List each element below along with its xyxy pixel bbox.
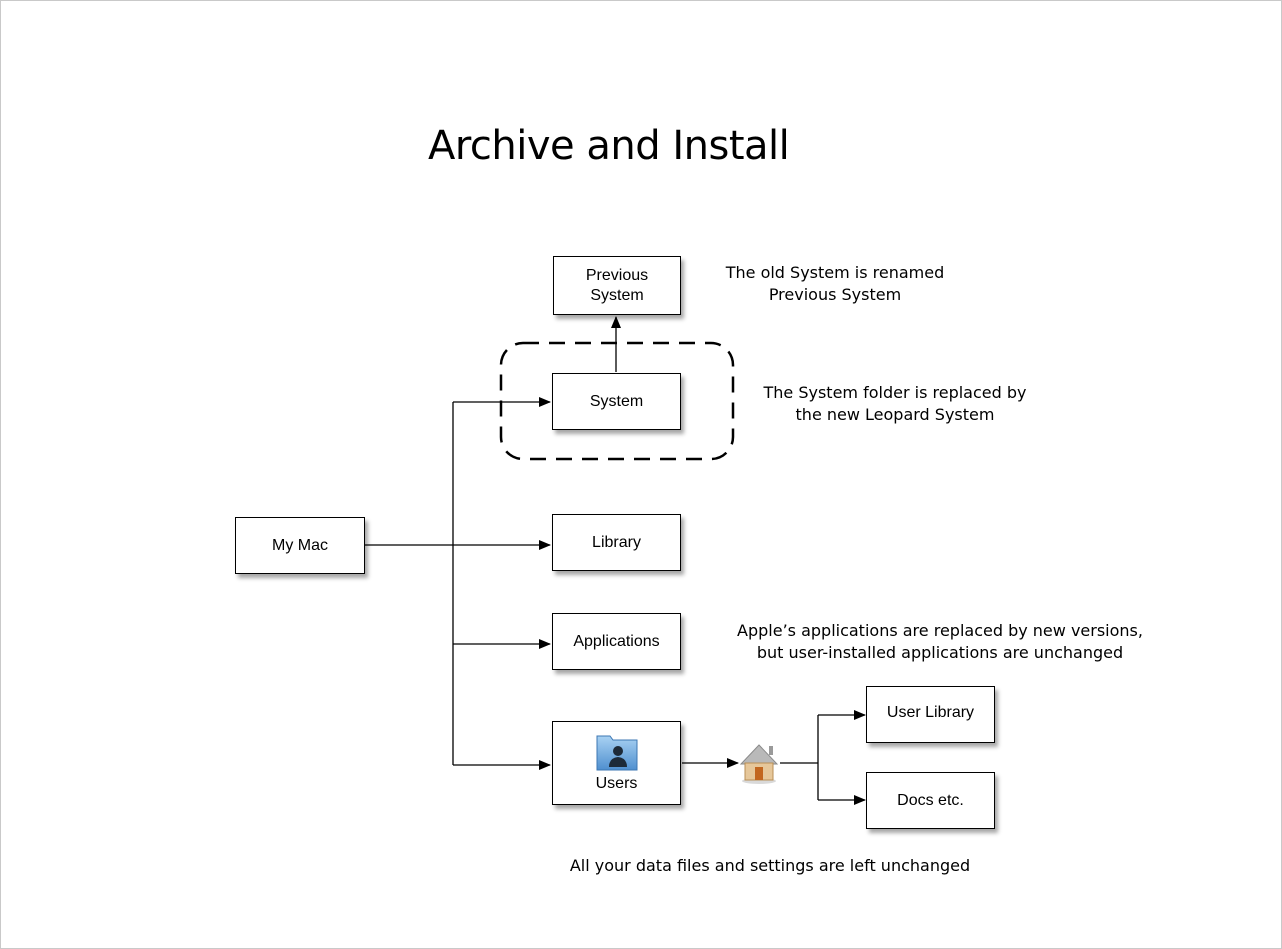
node-label: Users [595, 775, 638, 792]
node-users: Users [552, 721, 681, 805]
node-my-mac: My Mac [235, 517, 365, 574]
node-label: Previous System [585, 266, 649, 304]
note-footer: All your data files and settings are lef… [569, 856, 971, 875]
node-label: Docs etc. [897, 791, 964, 809]
system-dashed-group [499, 341, 735, 461]
note-system: The System folder is replaced by the new… [763, 383, 1027, 425]
node-label: User Library [886, 704, 975, 721]
node-previous-system: Previous System [553, 256, 681, 315]
node-label: Applications [573, 632, 660, 650]
home-icon [739, 744, 779, 784]
node-user-library: User Library [866, 686, 995, 743]
node-label: Library [592, 533, 641, 551]
users-folder-icon [596, 735, 637, 771]
node-label: My Mac [272, 536, 328, 554]
note-previous-system: The old System is renamed Previous Syste… [725, 263, 945, 305]
note-applications: Apple’s applications are replaced by new… [737, 621, 1143, 663]
slide-title: Archive and Install [428, 123, 790, 169]
node-docs: Docs etc. [866, 772, 995, 829]
node-library: Library [552, 514, 681, 571]
node-applications: Applications [552, 613, 681, 670]
node-label: System [589, 392, 644, 410]
node-system: System [552, 373, 681, 430]
